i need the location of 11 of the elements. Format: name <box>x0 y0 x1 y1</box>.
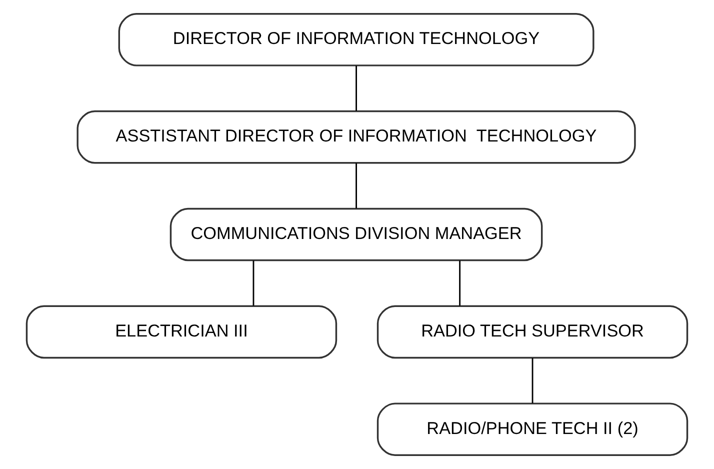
node-box: RADIO/PHONE TECH II (2) <box>376 402 688 456</box>
connector <box>532 358 534 404</box>
node-box: ASSTISTANT DIRECTOR OF INFORMATION TECHNOLOGY <box>76 110 636 164</box>
node-box: ELECTRICIAN III <box>26 305 338 359</box>
connector <box>459 260 461 306</box>
node-box: COMMUNICATIONS DIVISION MANAGER <box>170 208 543 262</box>
node-box: RADIO TECH SUPERVISOR <box>376 305 688 359</box>
connector <box>356 163 357 208</box>
connector <box>252 260 254 306</box>
connector <box>356 66 357 111</box>
node-box: DIRECTOR OF INFORMATION TECHNOLOGY <box>118 12 594 66</box>
